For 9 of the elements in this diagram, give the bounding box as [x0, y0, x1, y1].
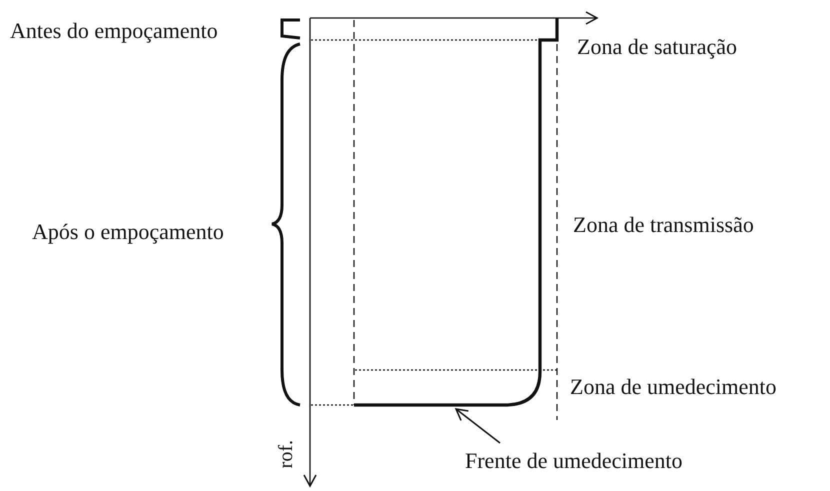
annotation-label: Antes do empoçamento — [10, 20, 218, 42]
leader-line — [455, 408, 500, 444]
callout-text: Frente de umedecimento — [465, 450, 682, 472]
zone-label: Zona de transmissão — [573, 214, 754, 236]
moisture-profile-line — [354, 18, 559, 407]
zone-label: Zona de saturação — [577, 36, 738, 58]
annotation-label: Após o empoçamento — [32, 221, 224, 243]
zone-label: Zona de umedecimento — [570, 376, 776, 398]
axis-label: rof. — [276, 440, 296, 468]
